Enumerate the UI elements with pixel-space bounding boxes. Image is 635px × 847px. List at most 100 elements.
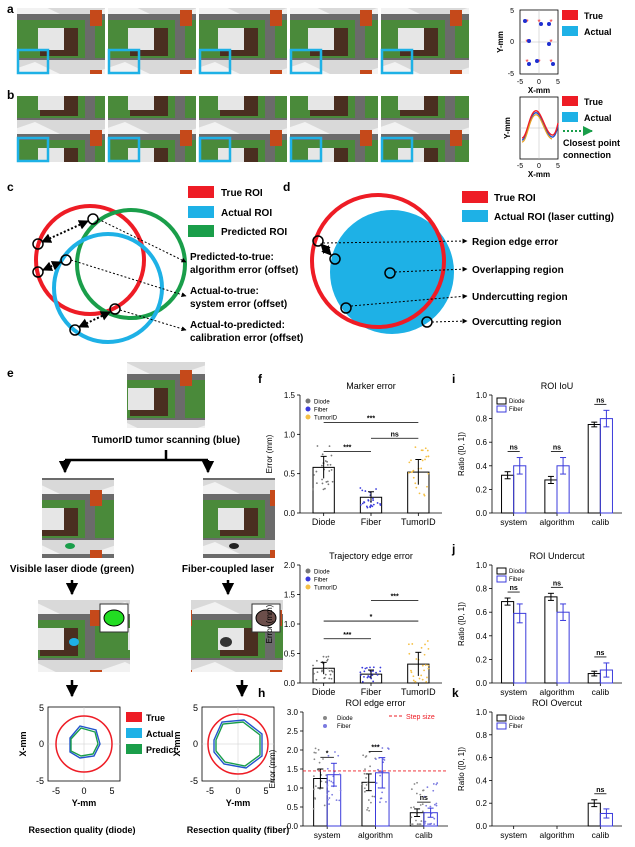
legend-marker — [305, 568, 311, 574]
data-point — [423, 795, 426, 798]
e-right-xtick-m: 0 — [235, 786, 240, 796]
legend-label: TumorID — [314, 416, 338, 422]
c-legend-predicted: Predicted ROI — [221, 227, 287, 238]
data-point — [372, 670, 374, 673]
panel-e-workflow: TumorID tumor scanning (blue) Visible la… — [10, 362, 289, 835]
data-point — [419, 793, 422, 796]
data-point — [328, 470, 331, 472]
e-left-caption: Visible laser diode (green) — [10, 564, 134, 575]
data-point — [322, 758, 324, 760]
e-legend-actual: Actual — [146, 729, 174, 739]
data-point — [371, 674, 374, 677]
panel-b-photo-strip — [16, 96, 469, 163]
data-point — [435, 802, 438, 805]
data-point — [379, 797, 382, 800]
data-point — [426, 449, 429, 452]
e-top-caption: TumorID tumor scanning (blue) — [92, 435, 240, 446]
panel-letter-f: f — [258, 372, 263, 386]
data-point — [314, 785, 317, 788]
data-point — [339, 789, 342, 792]
data-point — [382, 758, 385, 761]
step-size-label: Step size — [406, 714, 435, 721]
data-point — [324, 676, 326, 679]
data-point — [328, 779, 331, 782]
data-point — [364, 667, 367, 670]
data-point — [419, 804, 422, 806]
y-tick-label: 0.0 — [476, 509, 488, 518]
photo-frame — [199, 8, 287, 74]
data-point — [372, 680, 375, 683]
x-tick-label: system — [314, 830, 341, 840]
e-left-ylabel: X-mm — [18, 731, 28, 756]
data-point — [330, 677, 333, 680]
inset-frame — [380, 48, 414, 75]
data-point — [412, 675, 415, 678]
data-point — [361, 489, 364, 492]
c-annot-1b: algorithm error (offset) — [190, 265, 298, 276]
y-tick-label: 0.2 — [476, 799, 488, 808]
data-point — [372, 666, 375, 669]
c-annot-1a: Predicted-to-true: — [190, 252, 274, 263]
data-point — [371, 795, 374, 798]
data-point — [411, 823, 414, 825]
b-xtick-right: 5 — [556, 163, 560, 170]
e-bottom-left-caption: Resection quality (diode) — [28, 825, 135, 835]
data-point — [361, 666, 364, 669]
legend-marker — [323, 724, 327, 728]
a-xtick-left: -5 — [517, 79, 523, 86]
x-tick-label: algorithm — [358, 830, 393, 840]
data-point — [359, 487, 362, 489]
data-point — [375, 782, 378, 784]
sig-label: *** — [367, 416, 375, 423]
data-point — [372, 497, 374, 500]
y-tick-label: 1.5 — [287, 765, 299, 774]
sig-label: ns — [596, 787, 604, 794]
legend-label: TumorID — [314, 586, 338, 592]
e-right-xlabel: Y-mm — [226, 798, 251, 808]
a-legend-true-swatch — [562, 10, 578, 20]
a-ylabel: Y-mm — [496, 31, 505, 53]
sig-label: * — [326, 750, 329, 757]
y-tick-label: 0.0 — [476, 822, 488, 831]
data-point — [327, 655, 330, 658]
data-point — [321, 669, 323, 672]
data-point — [329, 673, 332, 676]
y-tick-label: 1.0 — [284, 430, 296, 439]
a-true-marker: * — [525, 58, 528, 67]
c-predicted-roi-circle — [75, 208, 187, 320]
data-point — [334, 751, 336, 753]
data-point — [423, 823, 426, 825]
y-tick-label: 0.0 — [287, 822, 299, 831]
data-point — [375, 671, 377, 674]
panel-c-roi-diagram: True ROI Actual ROI Predicted ROI Predic… — [32, 186, 303, 344]
inset-frame — [198, 136, 232, 163]
data-point — [436, 782, 439, 784]
bar-fiber — [513, 612, 527, 684]
data-point — [376, 502, 379, 504]
chart-h: ROI edge error0.00.51.01.52.02.53.0Error… — [268, 698, 448, 840]
data-point — [433, 817, 436, 820]
data-point — [316, 445, 319, 447]
data-point — [327, 754, 330, 757]
panel-letter-j: j — [451, 542, 455, 556]
x-tick-label: algorithm — [540, 517, 575, 527]
data-point — [365, 784, 368, 786]
data-point — [326, 658, 329, 661]
data-point — [414, 482, 417, 485]
data-point — [381, 747, 384, 749]
e-right-xtick-r: 5 — [263, 786, 268, 796]
inset-frame — [107, 48, 141, 75]
y-tick-label: 0.2 — [476, 485, 488, 494]
a-true-marker: * — [549, 38, 552, 47]
data-point — [316, 671, 319, 674]
data-point — [367, 807, 369, 809]
a-true-marker: * — [537, 58, 540, 67]
e-bottom-right-caption: Resection quality (fiber) — [187, 825, 290, 835]
b-xlabel: X-mm — [528, 170, 550, 179]
y-axis-label: Ratio ([0, 1]) — [457, 602, 466, 646]
data-point — [321, 482, 324, 485]
chart-title: Trajectory edge error — [329, 551, 413, 561]
c-annot-3a: Actual-to-predicted: — [190, 320, 285, 331]
legend-marker — [305, 398, 311, 404]
